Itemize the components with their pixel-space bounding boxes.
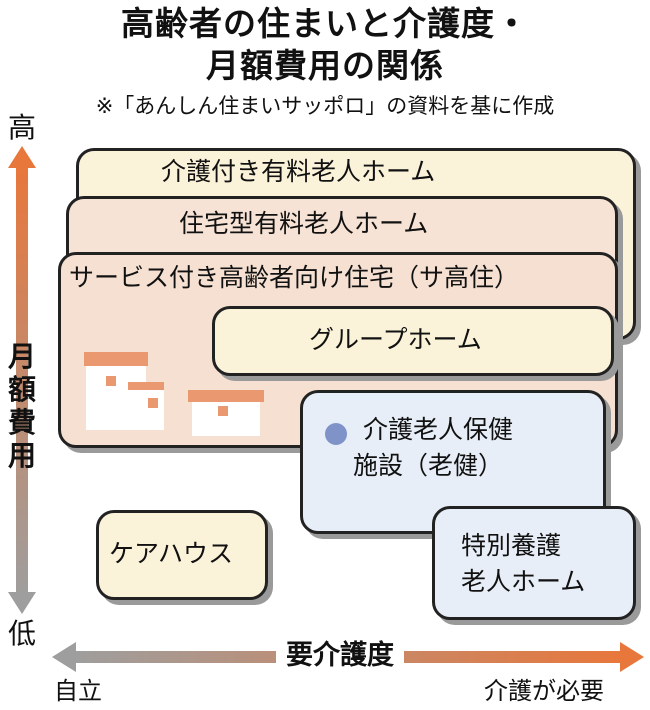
label-jutaku-yuryo: 住宅型有料老人ホーム — [179, 209, 429, 238]
x-axis-arrowhead-left — [52, 642, 76, 672]
x-axis-title-text: 要介護度 — [276, 640, 404, 671]
label-tokuyo-line-1: 特別養護 — [461, 531, 562, 560]
box-group-home: グループホーム — [212, 306, 614, 376]
source-note: ※「あんしん住まいサッポロ」の資料を基に作成 — [95, 94, 555, 118]
roken-dot-icon — [325, 423, 347, 445]
label-roken-line-1: 介護老人保健 — [363, 415, 514, 444]
y-axis-high-label: 高 — [7, 111, 36, 144]
label-tokuyo-line-2: 老人ホーム — [461, 567, 586, 596]
y-axis-shaft — [16, 166, 28, 596]
x-axis-arrowhead-right — [620, 642, 644, 672]
y-axis-title: 月 額 費 用 — [6, 340, 38, 472]
label-sakoju: サービス付き高齢者向け住宅（サ高住） — [69, 263, 520, 292]
x-axis-right-label: 介護が必要 — [484, 677, 604, 705]
x-axis-title: 要介護度 — [230, 638, 450, 674]
y-axis-title-char: 用 — [7, 439, 36, 472]
y-axis-title-char: 月 — [7, 340, 36, 373]
house-illustration-small — [188, 390, 264, 436]
box-care-house: ケアハウス — [96, 510, 268, 600]
box-tokuyo: 特別養護 老人ホーム — [432, 506, 636, 620]
y-axis-arrowhead-top — [8, 146, 36, 168]
y-axis-arrow — [8, 146, 36, 614]
label-group-home: グループホーム — [309, 325, 482, 354]
house-illustration-large — [84, 352, 164, 430]
title-line-1: 高齢者の住まいと介護度・ — [121, 4, 529, 43]
y-axis-arrowhead-bottom — [8, 592, 36, 614]
label-roken-line-2: 施設（老健） — [353, 451, 504, 480]
x-axis-left-label: 自立 — [54, 677, 102, 705]
label-care-house: ケアハウス — [109, 539, 234, 568]
title-line-2: 月額費用の関係 — [206, 46, 444, 85]
y-axis-title-char: 費 — [7, 406, 36, 439]
y-axis-low-label: 低 — [7, 617, 36, 650]
label-kaigo-yuryo: 介護付き有料老人ホーム — [161, 157, 436, 186]
y-axis-title-char: 額 — [7, 373, 36, 406]
